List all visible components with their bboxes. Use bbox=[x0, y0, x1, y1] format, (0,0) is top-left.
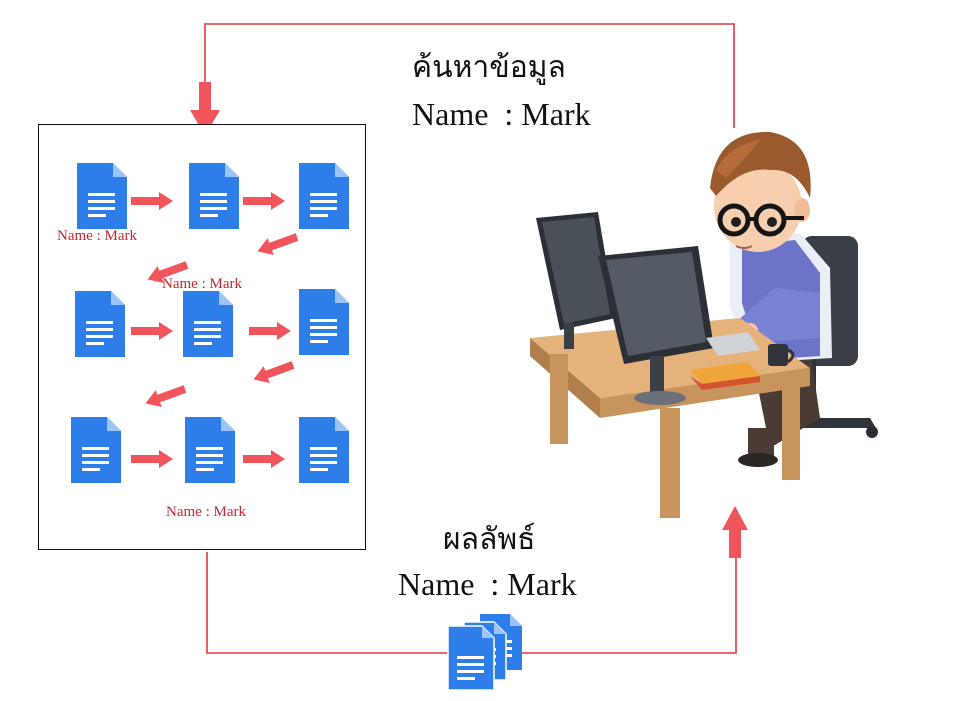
document-icon bbox=[185, 417, 235, 483]
monitor bbox=[536, 212, 616, 349]
document-icon bbox=[299, 163, 349, 229]
arrow-right-icon bbox=[131, 192, 173, 210]
person bbox=[710, 131, 832, 467]
document-grid bbox=[71, 163, 349, 483]
arrow-down-left-icon bbox=[254, 228, 301, 260]
arrow-right-icon bbox=[243, 450, 285, 468]
result-value: Name : Mark bbox=[398, 566, 577, 602]
books bbox=[690, 362, 760, 390]
monitor bbox=[598, 246, 714, 405]
document-icon bbox=[75, 291, 125, 357]
document-icon bbox=[299, 417, 349, 483]
document-label: Name : Mark bbox=[57, 228, 137, 244]
person-at-computer-illustration bbox=[530, 131, 878, 518]
document-label: Name : Mark bbox=[162, 276, 242, 292]
arrow-down-left-icon bbox=[250, 356, 297, 388]
document-label: Name : Mark bbox=[166, 504, 246, 520]
mug bbox=[768, 344, 795, 366]
document-stack-icon bbox=[447, 614, 522, 691]
arrow-right-icon bbox=[243, 192, 285, 210]
arrow-right-icon bbox=[249, 322, 291, 340]
arrow-down-icon bbox=[190, 82, 220, 136]
document-icon bbox=[299, 289, 349, 355]
query-value: Name : Mark bbox=[412, 96, 591, 132]
arrow-up-icon bbox=[722, 506, 748, 558]
document-icon bbox=[189, 163, 239, 229]
document-icon bbox=[183, 291, 233, 357]
keyboard bbox=[706, 332, 760, 356]
arrow-right-icon bbox=[131, 450, 173, 468]
document-box: Name : Mark Name : Mark Name : Mark bbox=[38, 124, 366, 550]
document-icon bbox=[77, 163, 127, 229]
document-icon bbox=[71, 417, 121, 483]
result-heading: ผลลัพธ์ bbox=[443, 522, 536, 557]
arrow-down-left-icon bbox=[142, 380, 189, 412]
query-heading: ค้นหาข้อมูล bbox=[412, 50, 566, 85]
query-flow-line bbox=[204, 23, 735, 128]
arrow-right-icon bbox=[131, 322, 173, 340]
